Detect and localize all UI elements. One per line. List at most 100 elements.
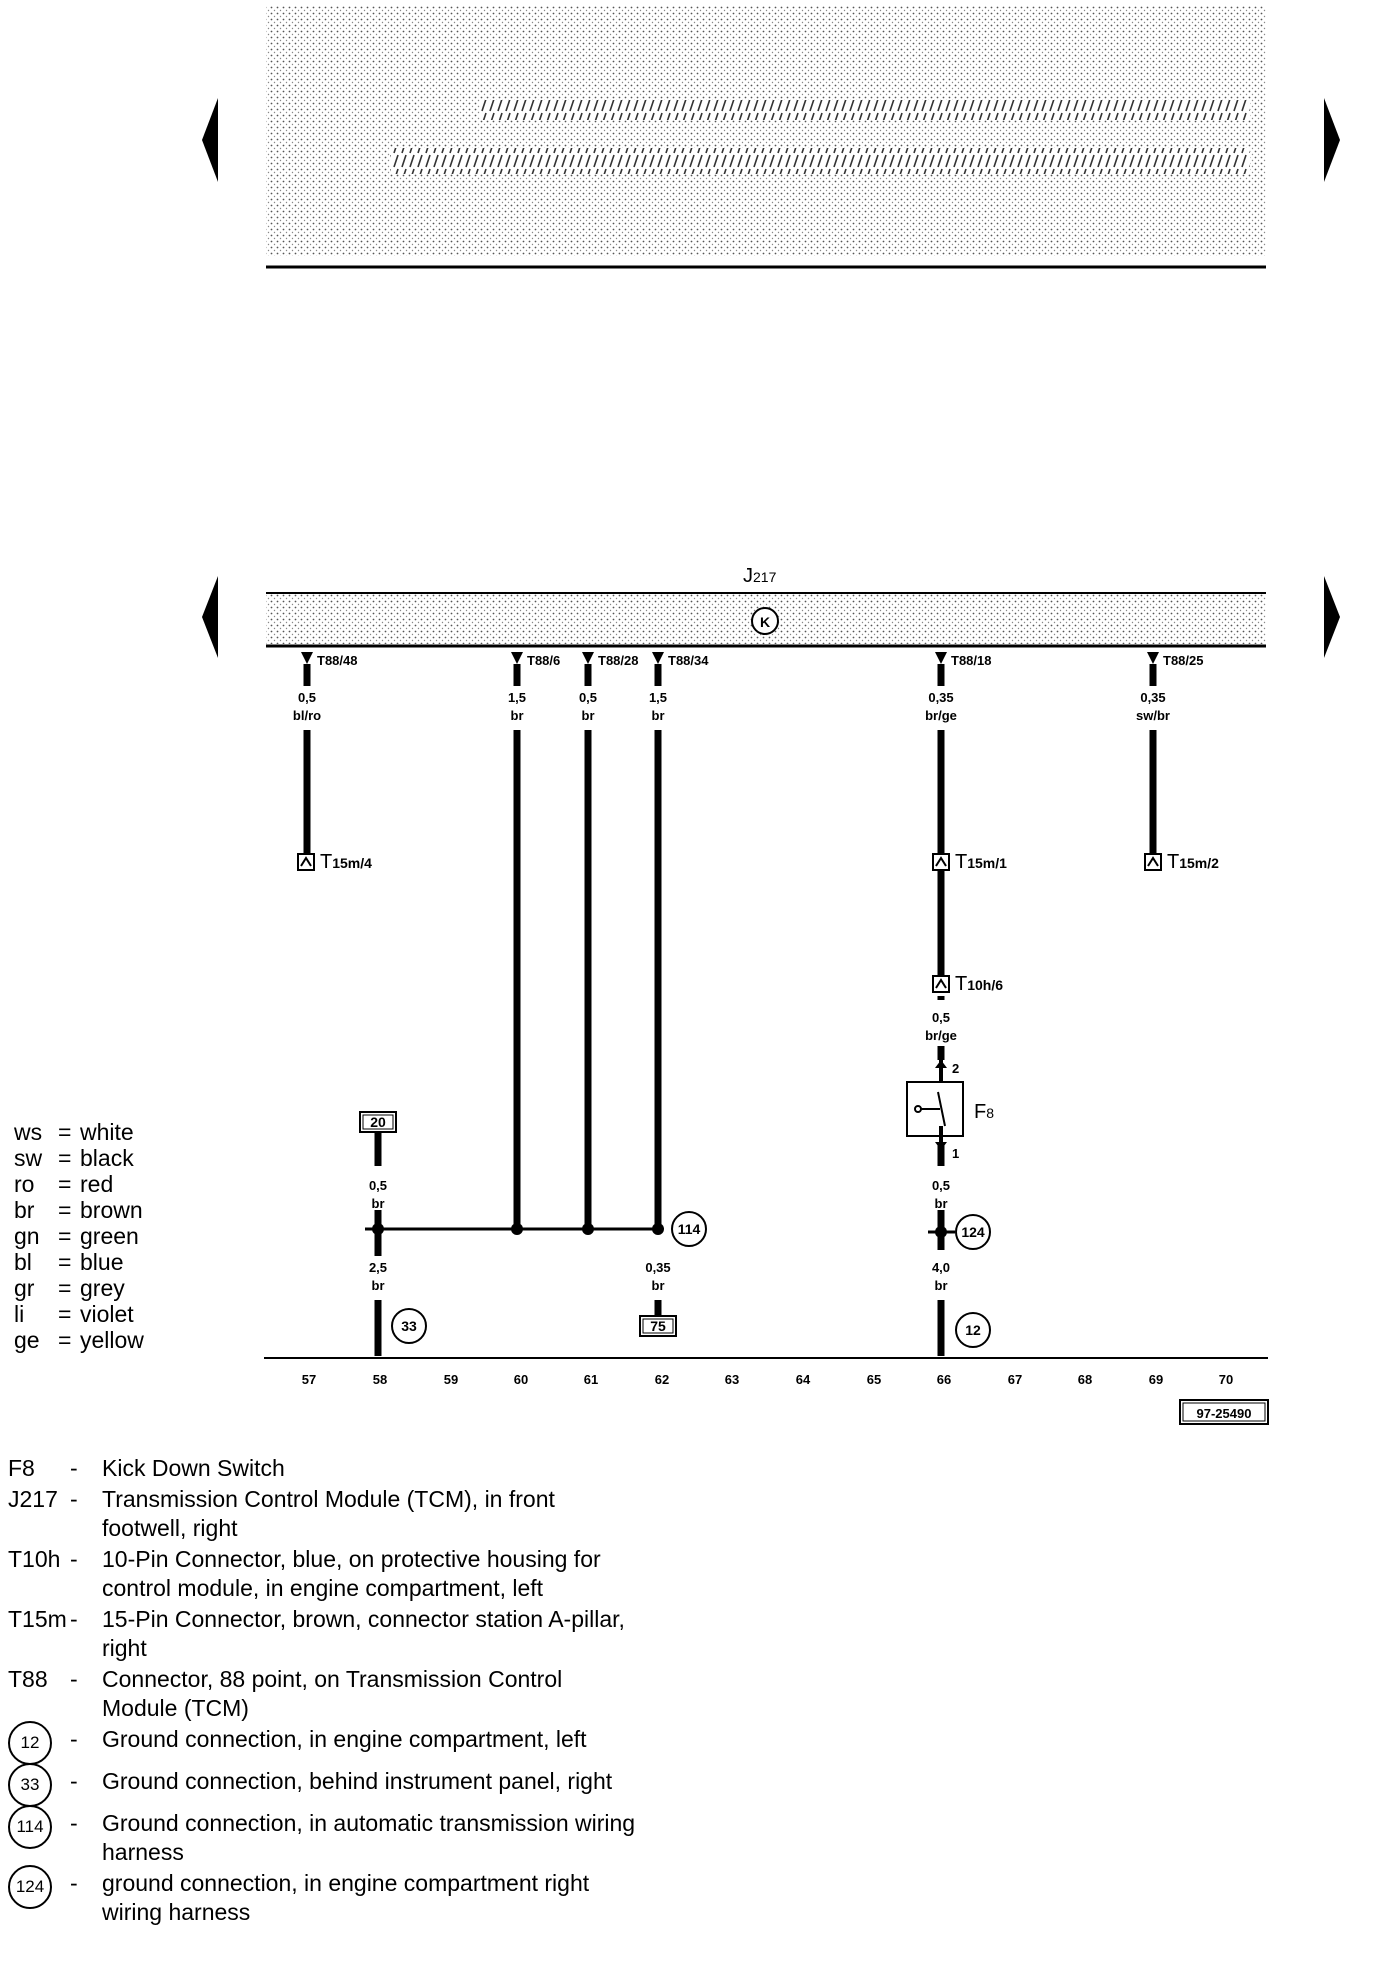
wire-color-t88-48: bl/ro bbox=[293, 708, 321, 723]
nav-arrow-right-top[interactable] bbox=[1324, 98, 1340, 182]
wire-gauge-t88-18: 0,35 bbox=[928, 690, 953, 705]
color-key-row: ro=red bbox=[14, 1171, 114, 1197]
module-internal-symbol: K bbox=[760, 614, 770, 630]
module-j217: K J217 bbox=[266, 565, 1266, 648]
legend-item-ground-33: 33-Ground connection, behind instrument … bbox=[8, 1763, 668, 1807]
wire-color-t88-25: sw/br bbox=[1136, 708, 1170, 723]
wire-color-key: ws=white sw=black ro=red br=brown gn=gre… bbox=[14, 1119, 144, 1353]
svg-text:12: 12 bbox=[965, 1322, 981, 1338]
track-number: 62 bbox=[655, 1372, 669, 1387]
pin-label-t88-6: T88/6 bbox=[527, 653, 560, 668]
kick-down-switch-f8: 2 1 F8 bbox=[906, 1060, 994, 1161]
track-number: 69 bbox=[1149, 1372, 1163, 1387]
pin-label-t88-48: T88/48 bbox=[317, 653, 357, 668]
ground-circle-icon: 12 bbox=[8, 1721, 52, 1765]
ground-symbol-33: 33 bbox=[391, 1308, 427, 1344]
color-key-row: gn=green bbox=[14, 1223, 139, 1249]
track-number: 64 bbox=[796, 1372, 811, 1387]
top-module-panel bbox=[266, 6, 1266, 269]
wire-gauge-12: 4,0 bbox=[932, 1260, 950, 1275]
wire-gauge-t88-48: 0,5 bbox=[298, 690, 316, 705]
ref-box-75: 75 bbox=[639, 1315, 677, 1337]
module-label: J217 bbox=[743, 565, 777, 587]
wire-gauge-t88-28: 0,5 bbox=[579, 690, 597, 705]
wire-color-f8-bottom: br bbox=[935, 1196, 948, 1211]
component-legend: F8-Kick Down Switch J217-Transmission Co… bbox=[8, 1454, 668, 1929]
wire-gauge-t88-6: 1,5 bbox=[508, 690, 526, 705]
svg-text:33: 33 bbox=[401, 1318, 417, 1334]
track-numbers: 57 58 59 60 61 62 63 64 65 66 67 68 69 7… bbox=[302, 1372, 1233, 1387]
ground-symbol-12: 12 bbox=[955, 1312, 991, 1348]
pin-label-t88-25: T88/25 bbox=[1163, 653, 1203, 668]
nav-arrow-right-main[interactable] bbox=[1324, 576, 1340, 658]
track-number: 58 bbox=[373, 1372, 387, 1387]
color-key-row: ge=yellow bbox=[14, 1327, 144, 1353]
svg-text:114: 114 bbox=[678, 1221, 701, 1237]
track-number: 63 bbox=[725, 1372, 739, 1387]
track-number: 61 bbox=[584, 1372, 598, 1387]
svg-text:20: 20 bbox=[370, 1114, 386, 1130]
connector-t15m2: T15m/2 bbox=[1144, 851, 1219, 873]
wire-gauge-t88-34: 1,5 bbox=[649, 690, 667, 705]
wire-color-f8-top: br/ge bbox=[925, 1028, 957, 1043]
color-key-row: bl=blue bbox=[14, 1249, 124, 1275]
switch-pin-top: 2 bbox=[952, 1061, 959, 1076]
color-key-row: sw=black bbox=[14, 1145, 134, 1171]
wire-gauge-f8-top: 0,5 bbox=[932, 1010, 950, 1025]
legend-item-ground-114: 114-Ground connection, in automatic tran… bbox=[8, 1805, 668, 1867]
legend-item-t10h: T10h-10-Pin Connector, blue, on protecti… bbox=[8, 1546, 601, 1601]
legend-item-ground-12: 12-Ground connection, in engine compartm… bbox=[8, 1721, 668, 1765]
pin-label-t88-28: T88/28 bbox=[598, 653, 638, 668]
color-key-row: li=violet bbox=[14, 1301, 134, 1327]
ground-symbol-124: 124 bbox=[955, 1214, 991, 1250]
track-number: 66 bbox=[937, 1372, 951, 1387]
pin-label-t88-18: T88/18 bbox=[951, 653, 991, 668]
legend-item-t88: T88-Connector, 88 point, on Transmission… bbox=[8, 1666, 563, 1721]
legend-item-j217: J217-Transmission Control Module (TCM), … bbox=[8, 1486, 555, 1541]
nav-arrow-left-main[interactable] bbox=[202, 576, 218, 658]
nav-arrow-left-top[interactable] bbox=[202, 98, 218, 182]
legend-item-ground-124: 124-ground connection, in engine compart… bbox=[8, 1865, 668, 1927]
svg-text:T15m/4: T15m/4 bbox=[320, 851, 372, 873]
color-key-row: ws=white bbox=[14, 1119, 134, 1145]
wire-gauge-20: 0,5 bbox=[369, 1178, 387, 1193]
wire-gauge-t88-25: 0,35 bbox=[1140, 690, 1165, 705]
wires bbox=[303, 664, 1157, 1356]
track-number: 70 bbox=[1219, 1372, 1233, 1387]
wire-color-t88-34: br bbox=[652, 708, 665, 723]
wire-gauge-33: 2,5 bbox=[369, 1260, 387, 1275]
ground-circle-icon: 114 bbox=[8, 1805, 52, 1849]
svg-text:124: 124 bbox=[961, 1224, 985, 1240]
wire-color-75: br bbox=[652, 1278, 665, 1293]
switch-pin-bottom: 1 bbox=[952, 1146, 959, 1161]
junction-dots bbox=[372, 1223, 947, 1238]
track-number: 67 bbox=[1008, 1372, 1022, 1387]
connector-t15m1: T15m/1 bbox=[932, 851, 1007, 873]
svg-text:T15m/2: T15m/2 bbox=[1167, 851, 1219, 873]
ref-box-20: 20 bbox=[359, 1111, 397, 1133]
svg-text:T15m/1: T15m/1 bbox=[955, 851, 1007, 873]
ground-circle-icon: 124 bbox=[8, 1865, 52, 1909]
legend-item-t15m: T15m-15-Pin Connector, brown, connector … bbox=[8, 1606, 625, 1661]
wire-gauge-f8-bottom: 0,5 bbox=[932, 1178, 950, 1193]
wire-color-t88-6: br bbox=[511, 708, 524, 723]
color-key-row: gr=grey bbox=[14, 1275, 125, 1301]
wire-color-t88-18: br/ge bbox=[925, 708, 957, 723]
wire-color-20: br bbox=[372, 1196, 385, 1211]
track-number: 68 bbox=[1078, 1372, 1092, 1387]
wire-gauge-75: 0,35 bbox=[645, 1260, 670, 1275]
connector-t10h6: T10h/6 bbox=[932, 973, 1003, 995]
track-number: 57 bbox=[302, 1372, 316, 1387]
pin-arrows bbox=[301, 652, 1159, 664]
track-number: 65 bbox=[867, 1372, 881, 1387]
wire-color-12: br bbox=[935, 1278, 948, 1293]
ground-symbol-114: 114 bbox=[671, 1211, 707, 1247]
svg-text:75: 75 bbox=[650, 1318, 666, 1334]
connector-t15m4: T15m/4 bbox=[297, 851, 372, 873]
svg-text:97-25490: 97-25490 bbox=[1197, 1406, 1252, 1421]
wire-color-t88-28: br bbox=[582, 708, 595, 723]
ground-circle-icon: 33 bbox=[8, 1763, 52, 1807]
track-number: 59 bbox=[444, 1372, 458, 1387]
color-key-row: br=brown bbox=[14, 1197, 143, 1223]
